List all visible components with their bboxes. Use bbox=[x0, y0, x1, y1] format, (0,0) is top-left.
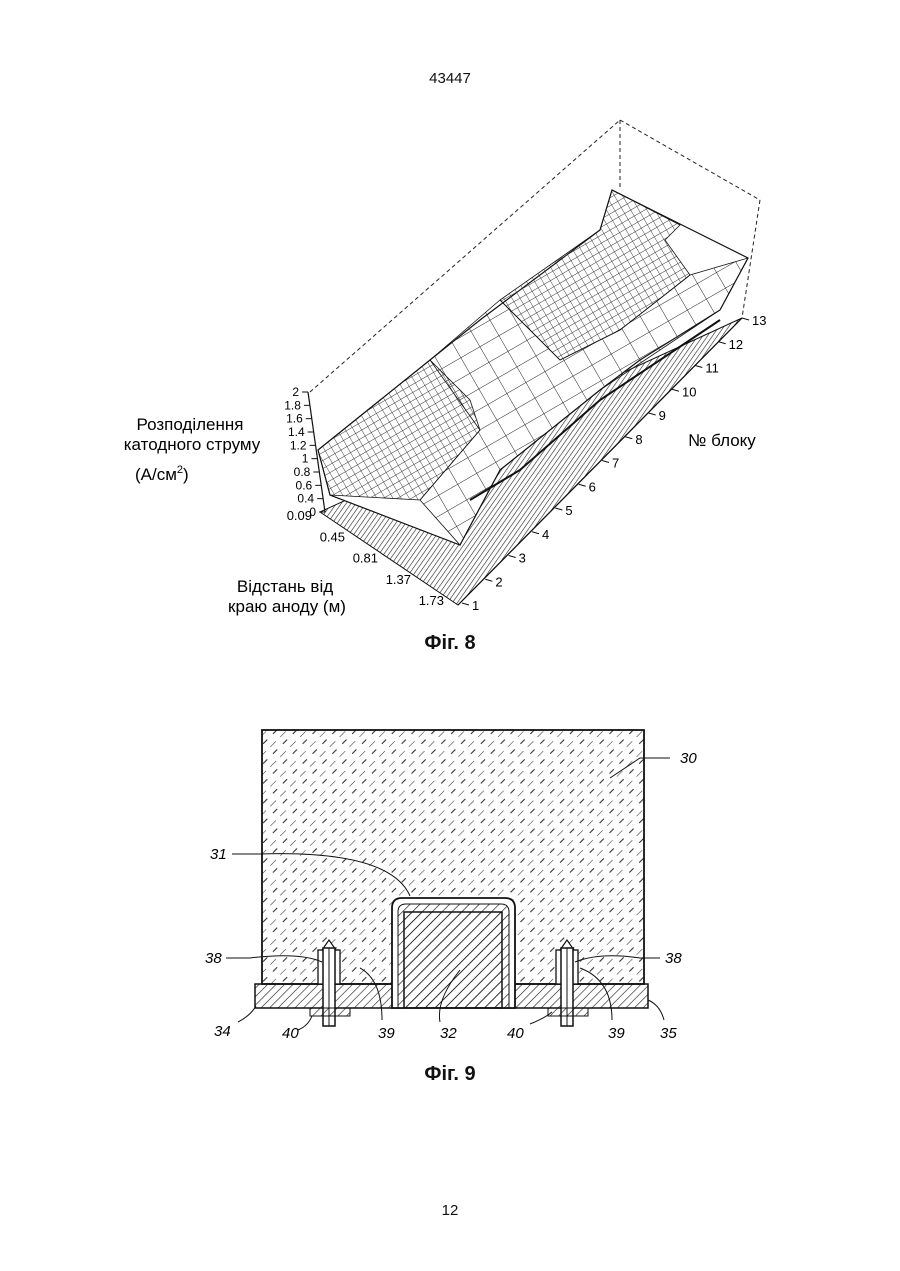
block-tick-label: 7 bbox=[612, 456, 619, 471]
block-tick-mark bbox=[649, 413, 656, 415]
core-32 bbox=[404, 912, 502, 1008]
z-tick-label: 0.4 bbox=[297, 492, 314, 506]
block-axis-label: № блоку bbox=[688, 431, 756, 450]
block-tick-mark bbox=[485, 579, 492, 581]
plate-35 bbox=[500, 984, 648, 1008]
z-axis-label-line2: катодного струму bbox=[124, 435, 261, 454]
block-tick-mark bbox=[742, 318, 749, 320]
ref-34: 34 bbox=[214, 1023, 231, 1040]
block-tick-label: 13 bbox=[752, 313, 766, 328]
x-axis-label-line1: Відстань від bbox=[237, 577, 333, 596]
x-tick-label: 1.37 bbox=[386, 572, 411, 587]
z-tick-label: 1.4 bbox=[288, 425, 305, 439]
x-tick-label: 0.81 bbox=[353, 551, 378, 566]
ref-32: 32 bbox=[440, 1025, 457, 1042]
cross-section-drawing: 30 31 38 38 34 40 39 32 40 39 35 bbox=[0, 700, 900, 1060]
z-tick-label: 1.2 bbox=[290, 438, 307, 452]
ref-39-right: 39 bbox=[608, 1025, 625, 1042]
block-tick-mark bbox=[672, 389, 679, 391]
block-tick-label: 10 bbox=[682, 384, 696, 399]
block-tick-mark bbox=[625, 437, 632, 439]
figure-8: 21.81.61.41.210.80.60.40 0.090.450.811.3… bbox=[0, 0, 900, 660]
block-tick-label: 1 bbox=[472, 598, 479, 613]
z-tick-label: 2 bbox=[292, 385, 299, 399]
x-axis-label-line2: краю аноду (м) bbox=[228, 597, 346, 616]
x-tick-label: 0.45 bbox=[320, 529, 345, 544]
x-tick-label: 0.09 bbox=[287, 508, 312, 523]
block-tick-label: 2 bbox=[495, 574, 502, 589]
ref-38-right: 38 bbox=[665, 950, 682, 967]
ref-40-right: 40 bbox=[507, 1025, 524, 1042]
z-tick-label: 1.8 bbox=[284, 398, 301, 412]
block-tick-mark bbox=[602, 461, 609, 463]
figure-9: 30 31 38 38 34 40 39 32 40 39 35 bbox=[0, 700, 900, 1060]
block-tick-mark bbox=[579, 484, 586, 486]
block-tick-mark bbox=[719, 342, 726, 344]
figure-9-caption: Фіг. 9 bbox=[0, 1063, 900, 1086]
ref-39-left: 39 bbox=[378, 1025, 395, 1042]
z-axis-label-line1: Розподілення bbox=[137, 415, 244, 434]
z-tick-label: 0.6 bbox=[296, 478, 313, 492]
block-tick-label: 3 bbox=[519, 551, 526, 566]
block-tick-mark bbox=[695, 366, 702, 368]
ref-31: 31 bbox=[210, 846, 227, 863]
block-tick-mark bbox=[555, 508, 562, 510]
block-tick-label: 11 bbox=[705, 361, 719, 376]
z-axis-label-unit: (А/см2) bbox=[135, 464, 189, 484]
block-tick-label: 12 bbox=[729, 337, 743, 352]
surface-plot: 21.81.61.41.210.80.60.40 0.090.450.811.3… bbox=[0, 0, 900, 660]
block-tick-mark bbox=[532, 532, 539, 534]
block-tick-label: 6 bbox=[589, 479, 596, 494]
x-tick-label: 1.73 bbox=[419, 593, 444, 608]
block-tick-label: 9 bbox=[659, 408, 666, 423]
ref-30: 30 bbox=[680, 750, 697, 767]
page-number: 12 bbox=[0, 1202, 900, 1219]
z-tick-label: 1.6 bbox=[286, 412, 303, 426]
ref-40-left: 40 bbox=[282, 1025, 299, 1042]
z-tick-label: 1 bbox=[302, 452, 309, 466]
block-tick-label: 4 bbox=[542, 527, 549, 542]
block-tick-label: 8 bbox=[635, 432, 642, 447]
block-tick-mark bbox=[462, 603, 469, 605]
block-tick-mark bbox=[509, 556, 516, 558]
ref-38-left: 38 bbox=[205, 950, 222, 967]
ref-35: 35 bbox=[660, 1025, 677, 1042]
z-tick-label: 0.8 bbox=[294, 465, 311, 479]
figure-8-caption: Фіг. 8 bbox=[0, 632, 900, 655]
block-tick-label: 5 bbox=[565, 503, 572, 518]
